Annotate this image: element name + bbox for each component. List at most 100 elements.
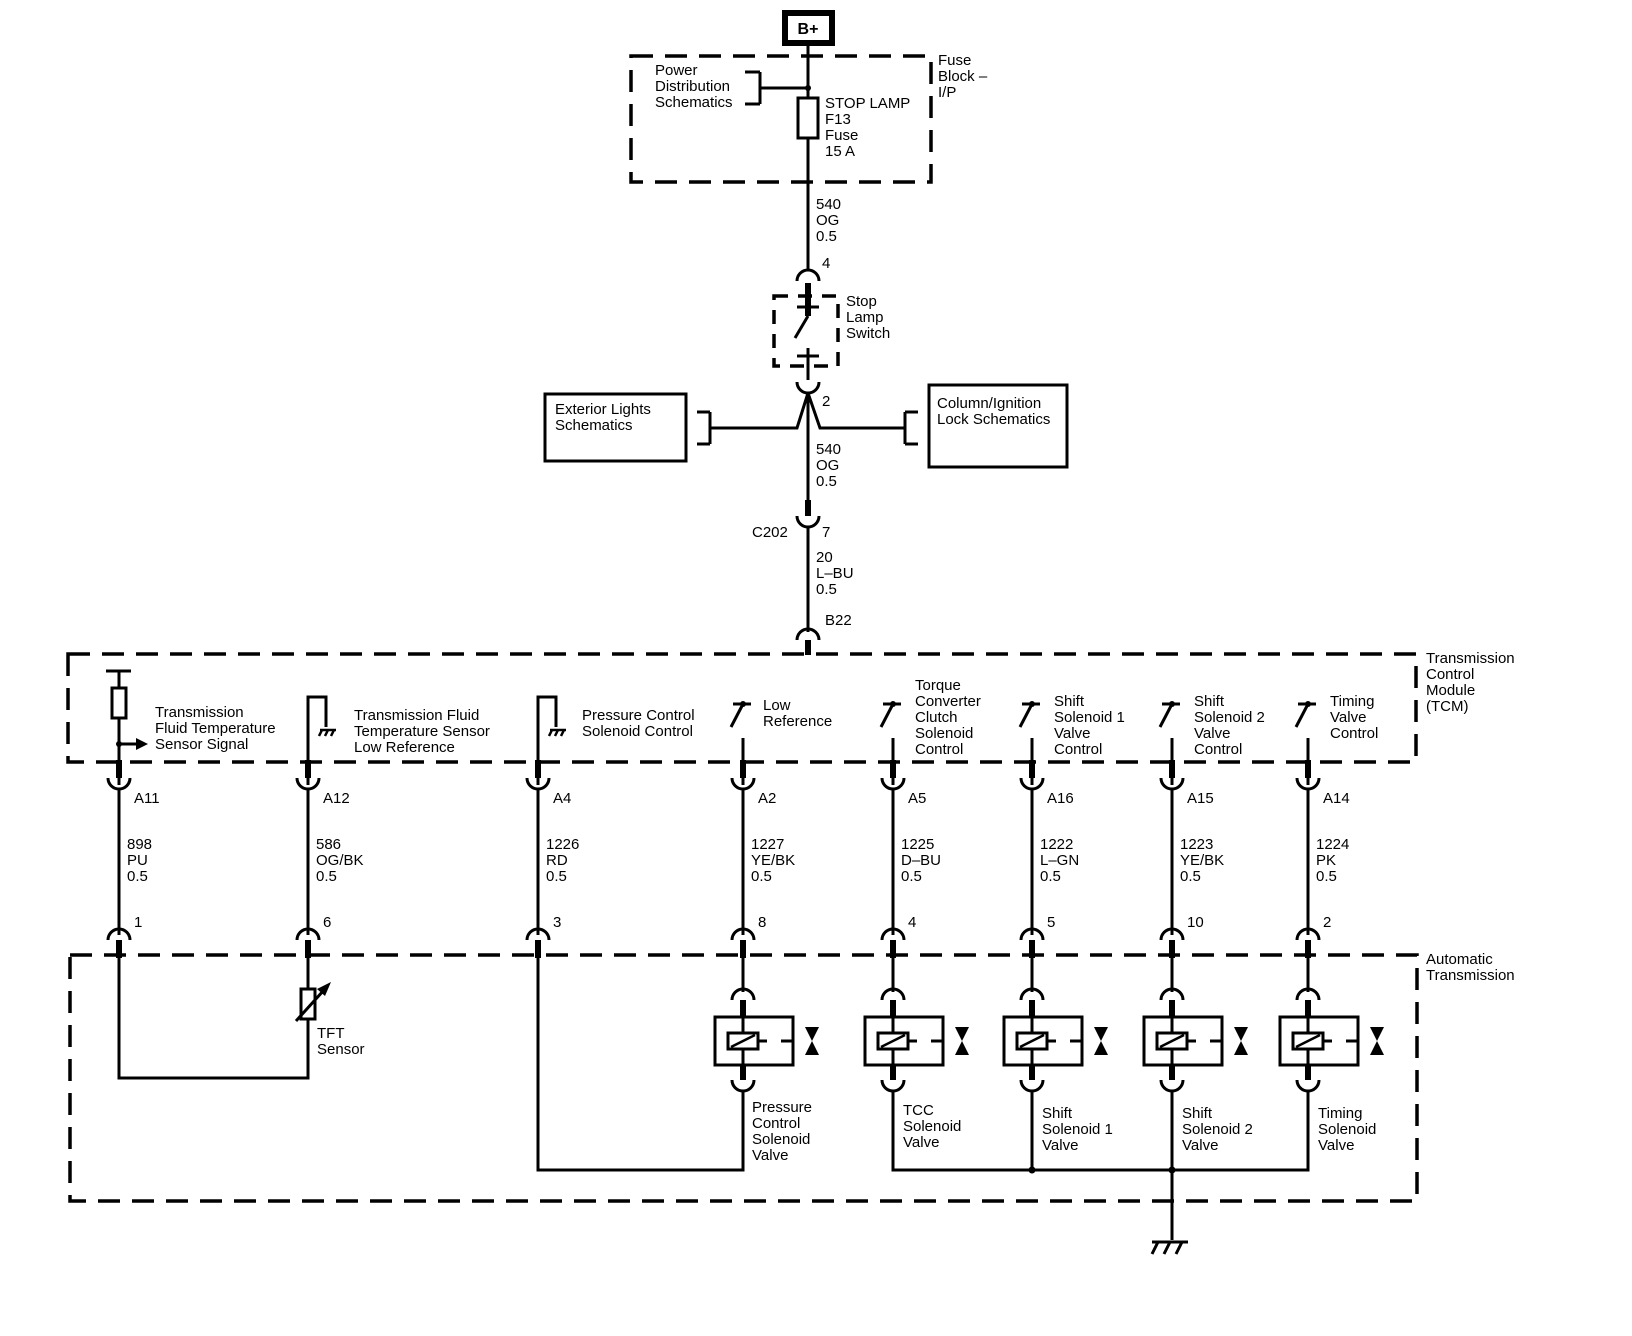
switch-blade-icon (729, 703, 745, 728)
solenoid-label: Solenoid (1318, 1121, 1376, 1138)
low-ref-path (306, 695, 328, 785)
valve-icon (1094, 1027, 1108, 1055)
column-ignition-schematics-ref[interactable]: Column/Ignition Lock Schematics (927, 383, 1069, 469)
svg-text:Stop: Stop (846, 293, 877, 310)
connector-female-icon (730, 927, 756, 941)
valve-icon (1370, 1027, 1384, 1055)
solenoid-common-bus (891, 1090, 1310, 1172)
column-ignition-box[interactable] (927, 383, 1069, 469)
exterior-lights-schematics-ref[interactable]: Exterior Lights Schematics (543, 392, 688, 463)
wire-label: 586 (316, 836, 341, 853)
tcm-title: Transmission Control Module (TCM) (1426, 650, 1515, 715)
arrow-icon (317, 982, 331, 996)
wire-label: 0.5 (751, 868, 772, 885)
automatic-transmission-boundary (68, 953, 1419, 1203)
tcm-circuit-tft-signal: Transmission Fluid Temperature Sensor Si… (106, 669, 276, 785)
svg-text:I/P: I/P (938, 84, 956, 101)
coil-diagonal (730, 1033, 756, 1049)
tcm-pin-label: A12 (323, 790, 350, 807)
connector-female-icon (1295, 987, 1321, 1001)
svg-text:Exterior Lights: Exterior Lights (555, 401, 651, 418)
circuit-label: Valve (1194, 725, 1230, 742)
connector-male-icon (730, 1079, 756, 1093)
connector-male-icon (880, 1079, 906, 1093)
svg-text:Lock Schematics: Lock Schematics (937, 411, 1050, 428)
connector-female-icon (525, 927, 551, 941)
circuit-label: Solenoid (915, 725, 973, 742)
circuit-label: Shift (1194, 693, 1225, 710)
wire-label: 1227 (751, 836, 784, 853)
circuit-label: Solenoid 1 (1054, 709, 1125, 726)
switch-blade-icon (1294, 703, 1310, 728)
wire-label-20: 20 L–BU 0.5 (816, 549, 854, 598)
svg-text:L–BU: L–BU (816, 565, 854, 582)
svg-text:540: 540 (816, 196, 841, 213)
circuit-label: Low (763, 697, 791, 714)
solenoid-label: Valve (752, 1147, 788, 1164)
trans-pin-label: 1 (134, 914, 142, 931)
ground-icon (547, 728, 566, 737)
circuit-label: Torque (915, 677, 961, 694)
svg-text:Solenoid Control: Solenoid Control (582, 723, 693, 740)
trans-pin-label: 3 (553, 914, 561, 931)
svg-text:15 A: 15 A (825, 143, 855, 160)
solenoid-label: Solenoid 2 (1182, 1121, 1253, 1138)
svg-text:0.5: 0.5 (816, 228, 837, 245)
b-plus-source: B+ (782, 10, 835, 46)
harness-wires: A11898PU0.51A12586OG/BK0.56A41226RD0.53A… (106, 760, 1350, 958)
wire-label-540-mid: 540 OG 0.5 (816, 441, 841, 490)
fuse-block-title: Fuse Block – I/P (938, 52, 988, 101)
b22-pin-label: B22 (825, 612, 852, 629)
circuit-label: Clutch (915, 709, 958, 726)
wire-label: 0.5 (901, 868, 922, 885)
connector-male-icon (730, 777, 756, 791)
connector-male-icon (1159, 777, 1185, 791)
tft-sensor-loop (117, 955, 310, 1080)
connector-female-icon (106, 927, 132, 941)
switch-blade-icon (879, 703, 895, 728)
svg-text:Pressure Control: Pressure Control (582, 707, 695, 724)
svg-text:Transmission: Transmission (155, 704, 244, 721)
wire-label: 1225 (901, 836, 934, 853)
solenoid-label: Valve (1182, 1137, 1218, 1154)
solenoid-label: Timing (1318, 1105, 1362, 1122)
svg-text:Power: Power (655, 62, 698, 79)
trans-pin-label: 10 (1187, 914, 1204, 931)
branch-wires (710, 392, 905, 430)
circuit-label: Solenoid 2 (1194, 709, 1265, 726)
wire-label: 0.5 (316, 868, 337, 885)
wire-label: 0.5 (1316, 868, 1337, 885)
fuse-label: STOP LAMP F13 Fuse 15 A (825, 95, 910, 160)
connector-male-icon (1159, 1079, 1185, 1093)
column-ignition-bracket (903, 410, 918, 446)
connector-female-icon (730, 987, 756, 1001)
svg-text:Sensor: Sensor (317, 1041, 365, 1058)
solenoid-label: Valve (1042, 1137, 1078, 1154)
switch-blade-icon (793, 315, 810, 339)
tft-sensor: TFT Sensor (117, 955, 365, 1080)
tcm-circuit-tft-low-ref: Transmission Fluid Temperature Sensor Lo… (306, 695, 490, 785)
circuit-label: Timing (1330, 693, 1374, 710)
svg-text:Control: Control (1426, 666, 1474, 683)
thermistor-arrow-line (294, 988, 326, 1023)
wire-label: OG/BK (316, 852, 364, 869)
exterior-lights-box[interactable] (543, 392, 688, 463)
valve-icon (1234, 1027, 1248, 1055)
tcm-pin-label: A11 (134, 790, 160, 807)
svg-text:STOP LAMP: STOP LAMP (825, 95, 910, 112)
tcm-pin-label: A15 (1187, 790, 1214, 807)
svg-text:Low Reference: Low Reference (354, 739, 455, 756)
power-dist-bracket (745, 70, 808, 106)
